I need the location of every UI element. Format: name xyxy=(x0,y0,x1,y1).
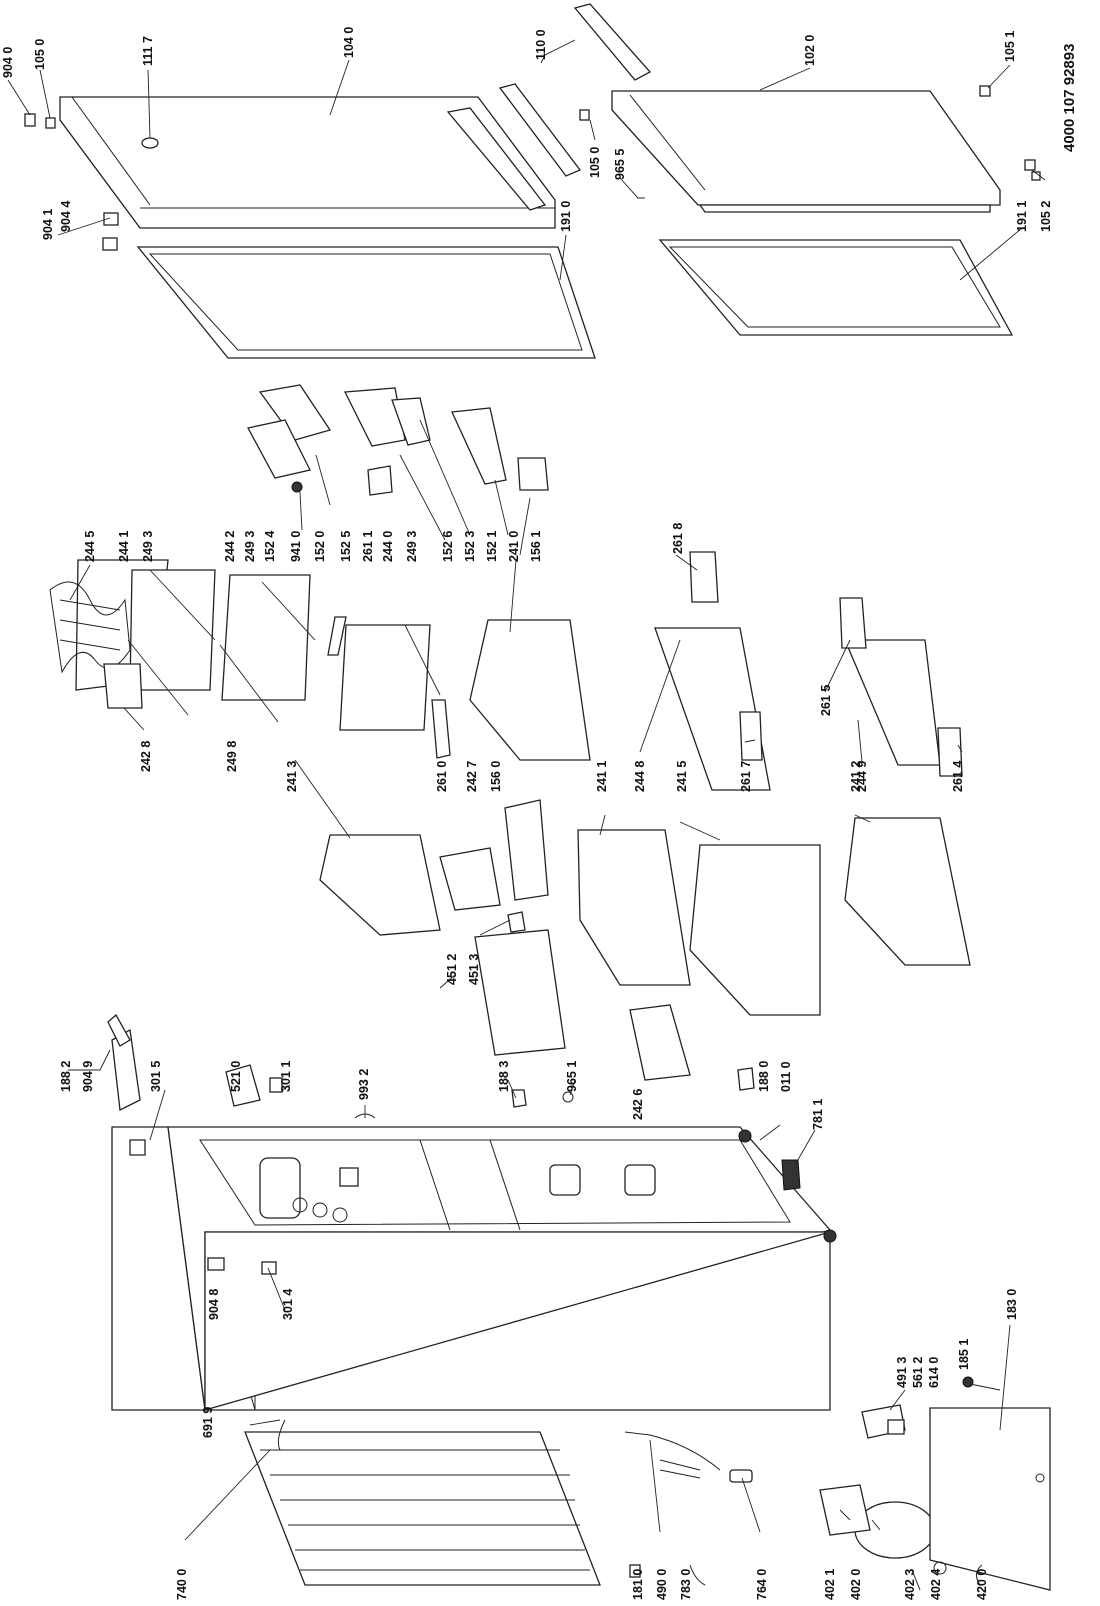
label-904-4: 904 4 xyxy=(59,201,73,232)
label-904-1: 904 1 xyxy=(41,209,55,240)
freezer-door xyxy=(611,90,1001,213)
label-965-5: 965 5 xyxy=(613,149,627,180)
label-491-3: 491 3 xyxy=(895,1357,909,1388)
label-781-1: 781 1 xyxy=(811,1099,825,1130)
label-261-0: 261 0 xyxy=(435,761,449,792)
label-249-3-a: 249 3 xyxy=(141,531,155,562)
label-904-8: 904 8 xyxy=(207,1289,221,1320)
label-105-2: 105 2 xyxy=(1039,201,1053,232)
label-261-5: 261 5 xyxy=(819,685,833,716)
label-152-5: 152 5 xyxy=(339,531,353,562)
glass-shelves xyxy=(75,559,441,731)
label-402-0: 402 0 xyxy=(849,1569,863,1600)
label-249-3-b: 249 3 xyxy=(243,531,257,562)
label-242-8: 242 8 xyxy=(139,741,153,772)
label-191-1: 191 1 xyxy=(1015,201,1029,232)
label-244-8: 244 8 xyxy=(633,761,647,792)
label-244-2: 244 2 xyxy=(223,531,237,562)
compressor xyxy=(629,1376,1051,1591)
label-561-2: 561 2 xyxy=(911,1357,925,1388)
label-904-9: 904 9 xyxy=(81,1061,95,1092)
fridge-door-gasket xyxy=(136,246,596,359)
label-451-3: 451 3 xyxy=(467,954,481,985)
label-188-3: 188 3 xyxy=(497,1061,511,1092)
callout-labels: 904 0 105 0 111 7 104 0 110 0 102 0 105 … xyxy=(1,27,1078,1600)
label-941-0: 941 0 xyxy=(289,531,303,562)
label-105-0: 105 0 xyxy=(33,39,47,70)
label-614-0: 614 0 xyxy=(927,1357,941,1388)
drawer-accessories xyxy=(431,699,691,1081)
label-244-0: 244 0 xyxy=(381,531,395,562)
label-301-4: 301 4 xyxy=(281,1289,295,1320)
label-183-0: 183 0 xyxy=(1005,1289,1019,1320)
label-104-0: 104 0 xyxy=(342,27,356,58)
label-185-1: 185 1 xyxy=(957,1339,971,1370)
label-244-1: 244 1 xyxy=(117,531,131,562)
label-244-9: 244 9 xyxy=(855,761,869,792)
label-105-1: 105 1 xyxy=(1003,31,1017,62)
label-156-1: 156 1 xyxy=(529,531,543,562)
label-783-0: 783 0 xyxy=(679,1569,693,1600)
cabinet-small-parts xyxy=(107,1013,837,1243)
lower-shelves xyxy=(103,551,963,791)
label-188-0: 188 0 xyxy=(757,1061,771,1092)
label-181-0: 181 0 xyxy=(631,1569,645,1600)
label-965-1: 965 1 xyxy=(565,1061,579,1092)
label-110-0: 110 0 xyxy=(534,29,548,60)
label-261-4: 261 4 xyxy=(951,761,965,792)
document-number: 4000 107 92893 xyxy=(1061,44,1078,152)
label-261-8: 261 8 xyxy=(671,523,685,554)
wine-rack xyxy=(49,581,131,674)
label-241-5: 241 5 xyxy=(675,761,689,792)
fridge-door xyxy=(59,96,556,229)
label-105-0-b: 105 0 xyxy=(588,147,602,178)
label-402-3: 402 3 xyxy=(903,1569,917,1600)
label-249-8: 249 8 xyxy=(225,741,239,772)
door-balconies xyxy=(247,384,549,496)
door-handle xyxy=(498,3,652,177)
label-241-0: 241 0 xyxy=(507,531,521,562)
label-402-1: 402 1 xyxy=(823,1569,837,1600)
label-301-5: 301 5 xyxy=(149,1061,163,1092)
label-764-0: 764 0 xyxy=(755,1569,769,1600)
label-993-2: 993 2 xyxy=(357,1069,371,1100)
condenser xyxy=(244,1419,601,1586)
label-490-0: 490 0 xyxy=(655,1569,669,1600)
label-242-6: 242 6 xyxy=(631,1089,645,1120)
hinge-cover-parts xyxy=(24,85,1041,251)
label-152-4: 152 4 xyxy=(263,531,277,562)
label-521-0: 521 0 xyxy=(229,1061,243,1092)
label-152-0: 152 0 xyxy=(313,531,327,562)
label-244-5: 244 5 xyxy=(83,531,97,562)
label-402-4: 402 4 xyxy=(929,1569,943,1600)
label-261-7: 261 7 xyxy=(739,761,753,792)
label-188-2: 188 2 xyxy=(59,1061,73,1092)
label-249-3-c: 249 3 xyxy=(405,531,419,562)
refrigerator-cabinet xyxy=(111,1126,832,1411)
label-241-2: 241 2 xyxy=(849,761,863,792)
label-152-3: 152 3 xyxy=(463,531,477,562)
label-691-9: 691 9 xyxy=(201,1407,215,1438)
label-301-1: 301 1 xyxy=(279,1061,293,1092)
label-152-1: 152 1 xyxy=(485,531,499,562)
power-cable xyxy=(624,1431,753,1483)
label-152-6: 152 6 xyxy=(441,531,455,562)
label-740-0: 740 0 xyxy=(175,1569,189,1600)
label-451-2: 451 2 xyxy=(445,954,459,985)
label-241-1: 241 1 xyxy=(595,761,609,792)
label-102-0: 102 0 xyxy=(803,35,817,66)
leader-lines xyxy=(7,39,1046,1541)
label-241-3: 241 3 xyxy=(285,761,299,792)
label-261-1: 261 1 xyxy=(361,531,375,562)
label-420-0: 420 0 xyxy=(975,1569,989,1600)
label-011-0: 011 0 xyxy=(779,1061,793,1092)
label-904-0: 904 0 xyxy=(1,47,15,78)
drawers xyxy=(319,619,971,1016)
label-111-7: 111 7 xyxy=(141,36,155,66)
label-242-7: 242 7 xyxy=(465,761,479,792)
label-191-0: 191 0 xyxy=(559,201,573,232)
label-156-0: 156 0 xyxy=(489,761,503,792)
freezer-door-gasket xyxy=(658,239,1014,336)
